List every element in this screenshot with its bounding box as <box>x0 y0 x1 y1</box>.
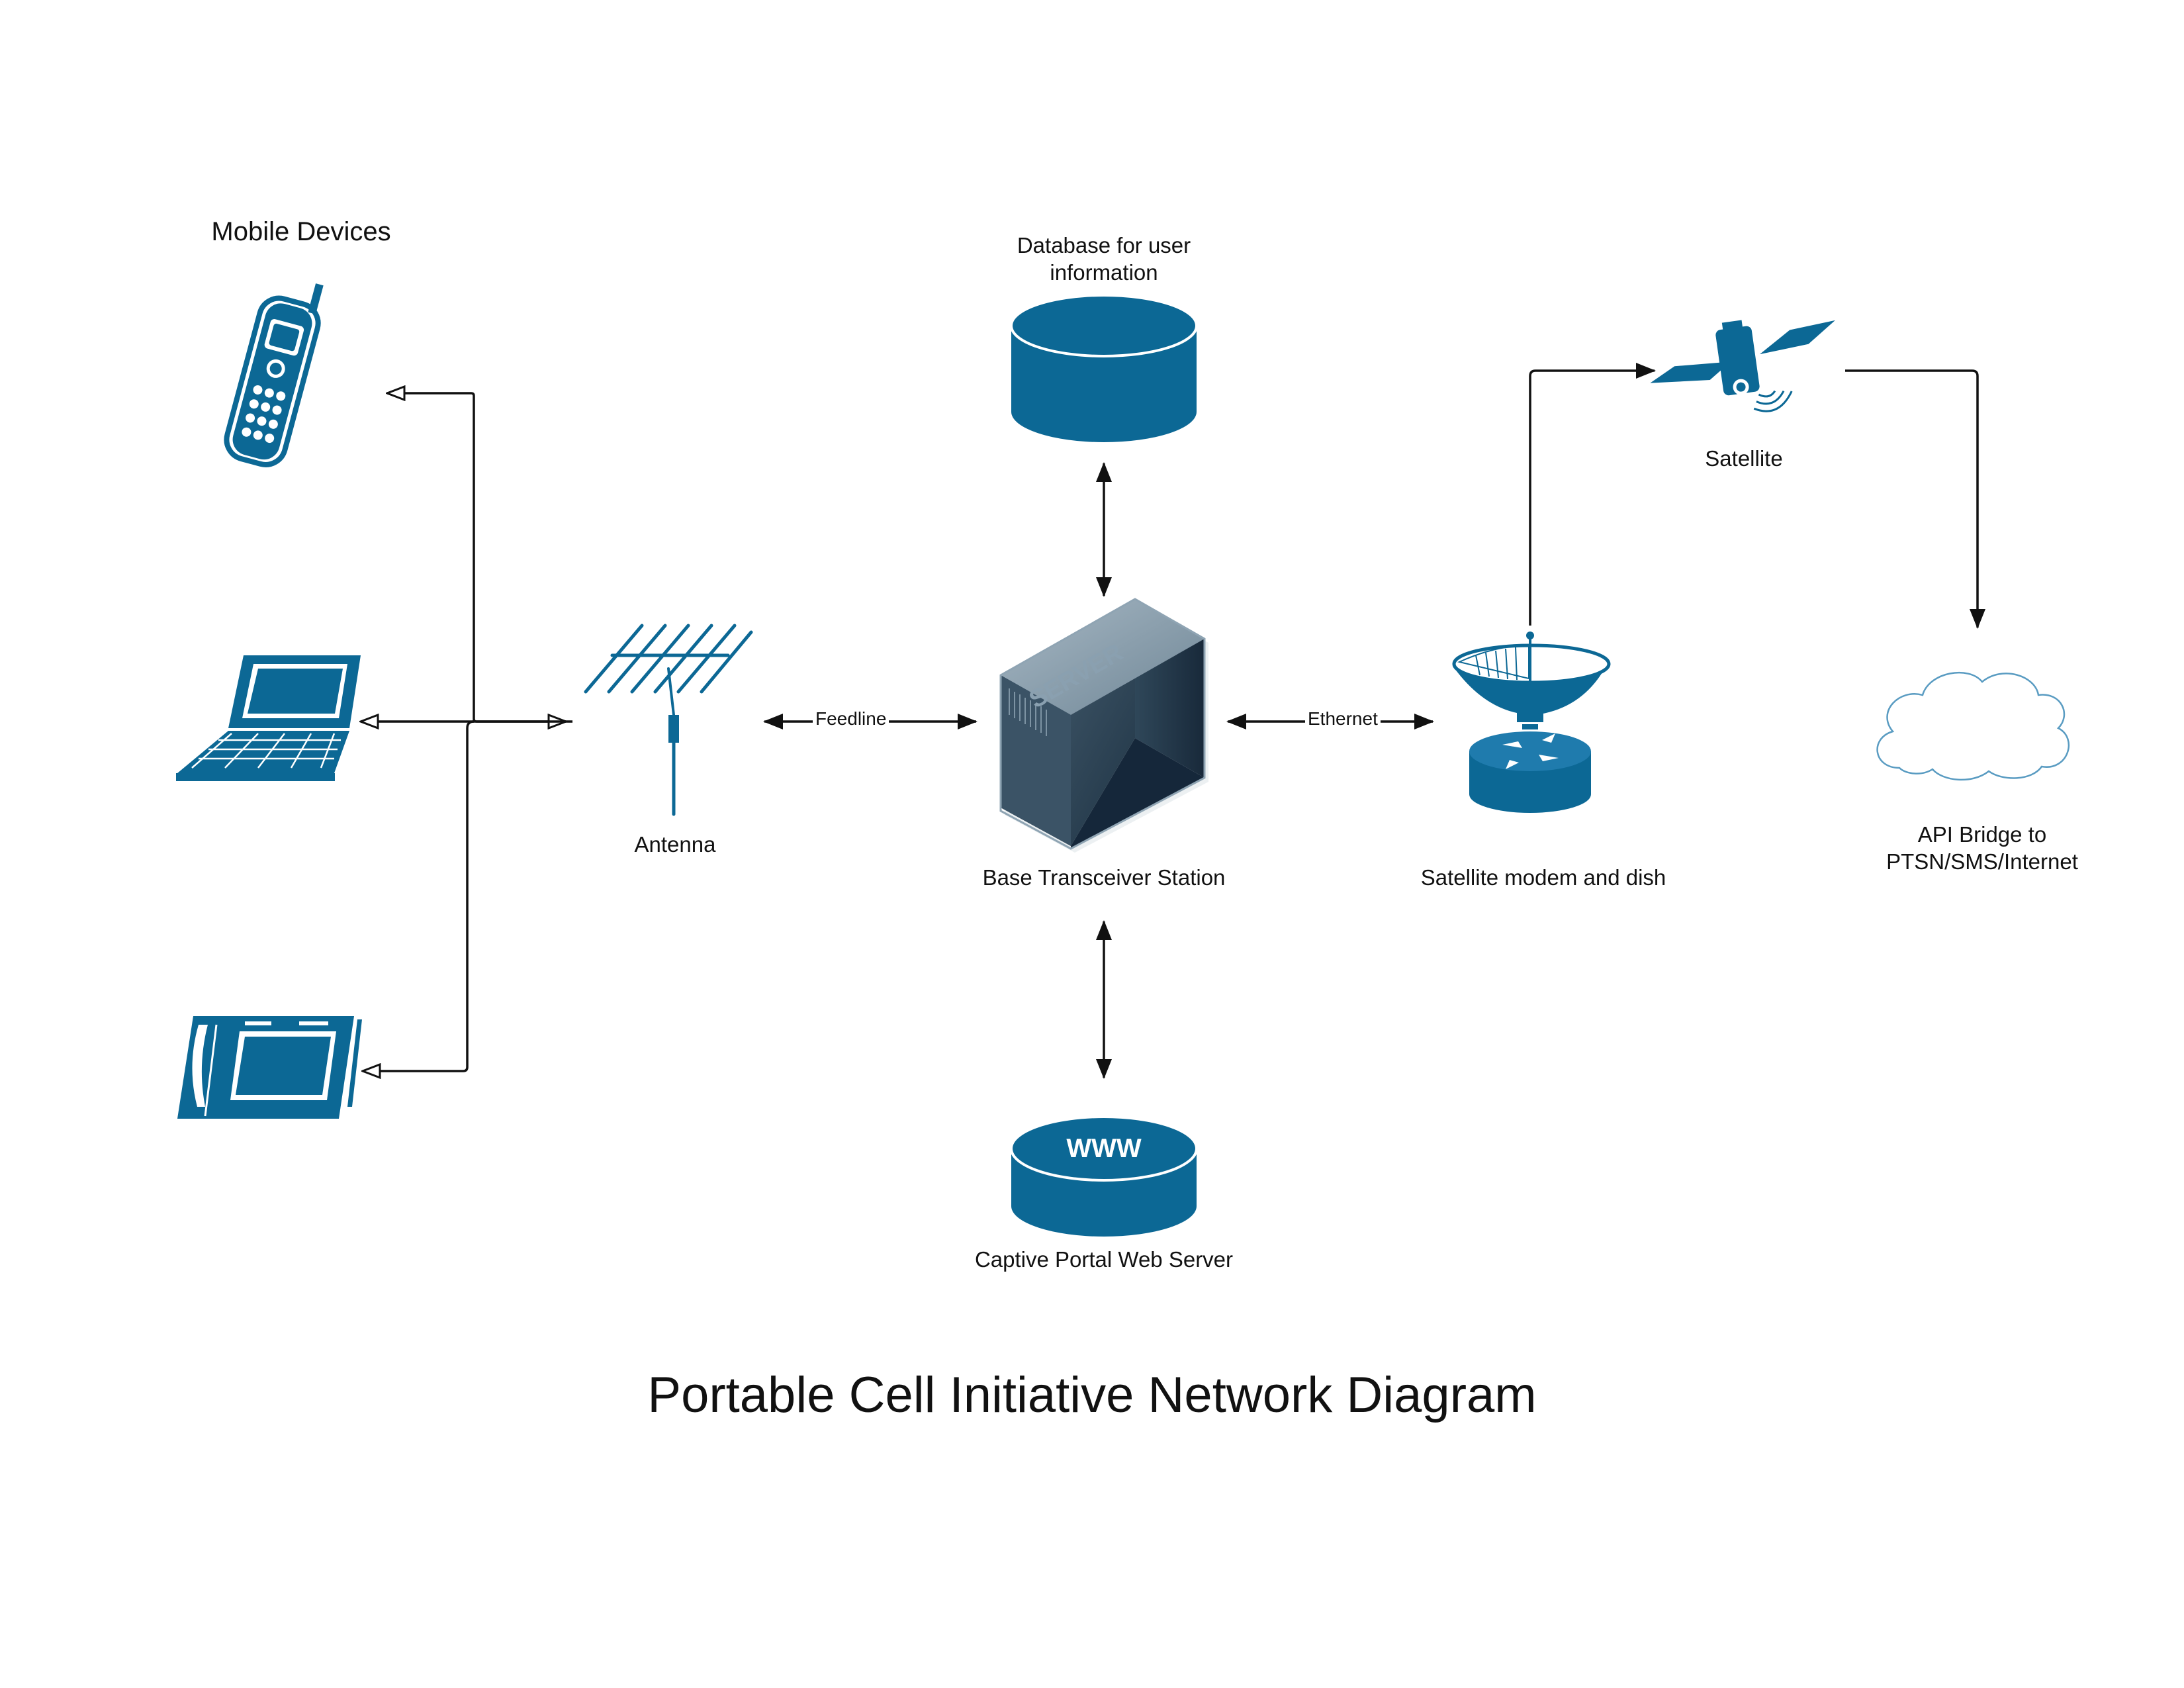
mobile-phone-icon <box>224 283 324 467</box>
connector-modem-satellite <box>1529 363 1656 626</box>
satellite-icon <box>1650 320 1835 412</box>
antenna-label: Antenna <box>634 832 716 857</box>
satellite-label: Satellite <box>1705 446 1783 471</box>
feedline-label: Feedline <box>813 707 889 730</box>
www-badge: WWW <box>1066 1134 1142 1163</box>
satellite-dish-router-icon <box>1452 632 1611 813</box>
cloud-icon <box>1876 672 2070 781</box>
api-bridge-label: API Bridge to PTSN/SMS/Internet <box>1886 822 2078 874</box>
mobile-devices-label: Mobile Devices <box>211 217 391 246</box>
bts-label: Base Transceiver Station <box>982 865 1226 890</box>
web-server-icon: WWW <box>1010 1115 1198 1237</box>
server-icon: SERVER <box>999 598 1208 853</box>
database-icon <box>1010 294 1198 442</box>
tablet-icon <box>177 1016 362 1119</box>
connector-antenna-tablet <box>363 720 475 1071</box>
connector-antenna-phone <box>387 393 566 722</box>
database-label: Database for user information <box>1017 233 1191 285</box>
diagram-title: Portable Cell Initiative Network Diagram <box>647 1367 1537 1423</box>
satmodem-label: Satellite modem and dish <box>1420 865 1666 890</box>
webserver-label: Captive Portal Web Server <box>974 1247 1234 1272</box>
connector-satellite-cloud <box>1845 369 1985 629</box>
laptop-icon <box>176 655 361 781</box>
ethernet-label: Ethernet <box>1305 707 1381 730</box>
antenna-icon <box>584 624 753 816</box>
